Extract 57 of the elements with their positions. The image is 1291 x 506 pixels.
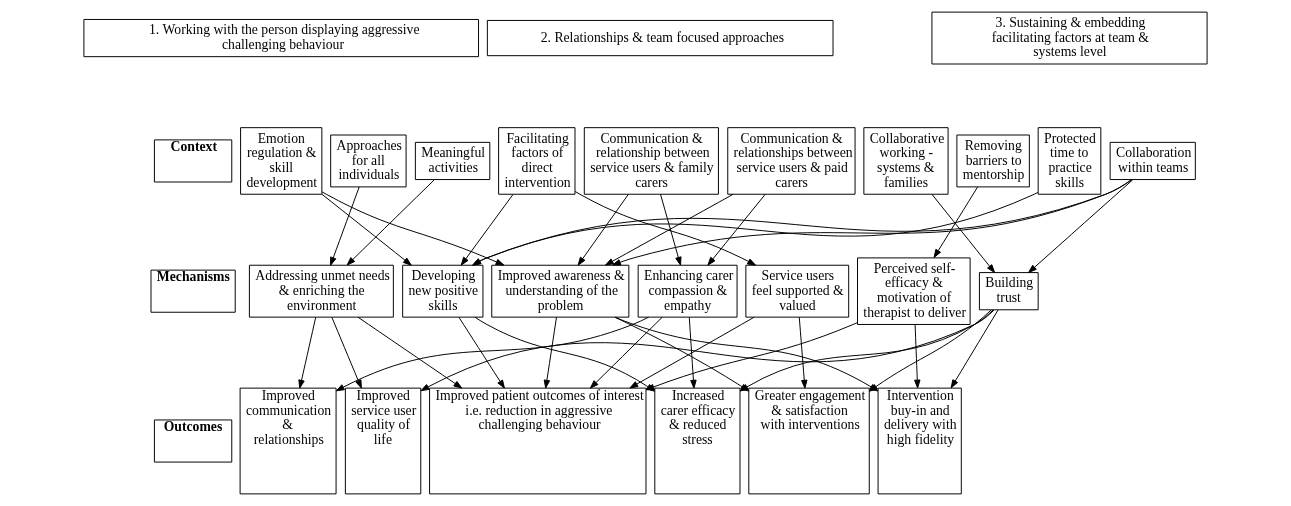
arrow xyxy=(574,191,757,266)
arrow xyxy=(660,193,682,266)
arrow xyxy=(612,179,1132,266)
node-box: Collaborative working - systems & families xyxy=(863,127,949,195)
arrow xyxy=(472,191,1039,266)
node-box: Service users feel supported & valued xyxy=(745,264,850,318)
arrow xyxy=(950,309,999,389)
node-box: Improved awareness & understanding of the problem xyxy=(491,264,630,318)
node-box: Collaboration within teams xyxy=(1109,141,1196,181)
arrow xyxy=(346,179,435,266)
arrow xyxy=(357,316,463,389)
node-box: Context xyxy=(153,139,233,183)
node-box: Mechanisms xyxy=(150,269,236,313)
arrow xyxy=(472,179,1133,266)
arrow xyxy=(931,193,996,273)
node-box: Improved service user quality of life xyxy=(344,387,422,495)
node-box: Addressing unmet needs & enriching the environment xyxy=(248,264,394,318)
arrow xyxy=(298,316,317,389)
node-box: Removing barriers to mentorship xyxy=(956,134,1030,188)
arrow xyxy=(321,193,412,266)
arrow xyxy=(933,186,979,258)
node-box: Meaningful activities xyxy=(414,141,491,181)
node-box: 3. Sustaining & embedding facilitating factors at team & systems level xyxy=(931,11,1208,65)
arrow xyxy=(688,316,697,389)
arrow xyxy=(1028,179,1134,273)
arrow xyxy=(335,316,649,392)
node-box: Protected time to practice skills xyxy=(1037,127,1102,195)
arrow xyxy=(914,324,921,389)
node-box: Enhancing carer compassion & empathy xyxy=(637,264,738,318)
node-box: Perceived self-efficacy & motivation of therapist to deliver xyxy=(857,257,971,325)
arrow xyxy=(543,316,557,389)
node-box: Approaches for all individuals xyxy=(330,134,407,188)
arrow xyxy=(605,193,734,266)
node-box: Improved communication & relationships xyxy=(239,387,337,495)
arrow xyxy=(321,191,505,266)
node-box: Increased carer efficacy & reduced stress xyxy=(654,387,741,495)
node-box: Building trust xyxy=(978,272,1039,311)
arrow xyxy=(460,193,514,266)
node-box: Greater engagement & satisfaction with interventions xyxy=(748,387,870,495)
node-box: 1. Working with the person displaying aggressive challenging behaviour xyxy=(83,18,480,58)
node-box: 2. Relationships & team focused approaches xyxy=(486,19,834,57)
arrow xyxy=(798,316,808,389)
node-box: Outcomes xyxy=(153,419,233,463)
arrow xyxy=(331,316,362,389)
node-box: Facilitating factors of direct intervention xyxy=(498,127,576,195)
node-box: Improved patient outcomes of interest i.e. reduction in aggressive challenging behaviour xyxy=(429,387,647,495)
arrow xyxy=(629,316,755,389)
arrow xyxy=(589,316,663,389)
node-box: Intervention buy-in and delivery with high fidelity xyxy=(877,387,962,495)
arrow xyxy=(458,316,505,389)
arrow xyxy=(577,193,629,266)
node-box: Communication & relationships between service users & paid carers xyxy=(727,127,856,195)
node-box: Developing new positive skills xyxy=(402,264,484,318)
node-box: Emotion regulation & skill development xyxy=(240,127,323,195)
arrow xyxy=(707,193,766,266)
node-box: Communication & relationship between service users & family carers xyxy=(583,127,719,195)
arrow xyxy=(330,186,360,266)
